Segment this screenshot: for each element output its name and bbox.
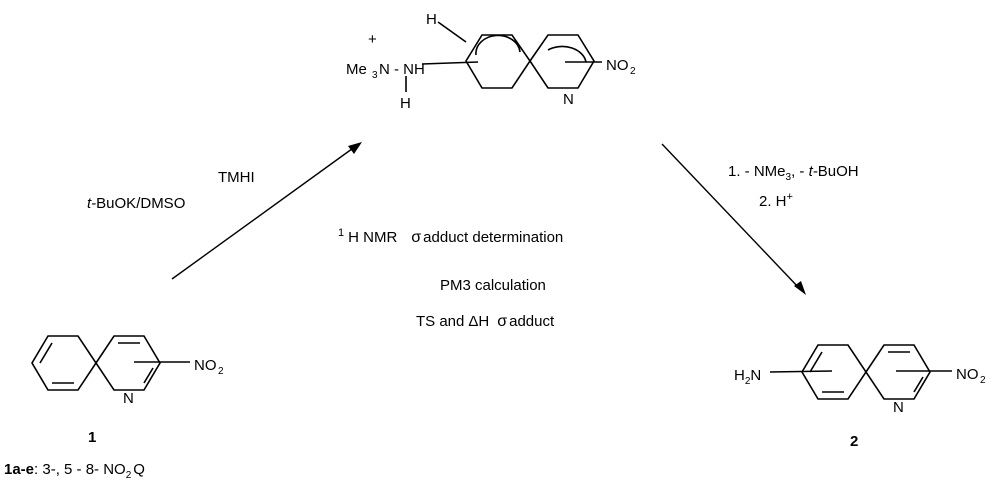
step1-c: BuOH (818, 163, 859, 180)
c2-no2-label: NO (956, 366, 979, 383)
adduct-ring-left (465, 34, 531, 89)
c2-h2n-sub: 2 (745, 376, 751, 387)
reagent-base-italic: t- (87, 195, 96, 212)
c2-db-1 (809, 351, 823, 373)
nmr-adduct: adduct determination (423, 229, 563, 246)
step2-text: 2. H (759, 193, 787, 210)
adduct-ring-left-arc (475, 34, 521, 56)
ts-a: TS and (416, 313, 464, 330)
ts-adduct: adduct (509, 313, 555, 330)
legend-a: : 3-, 5 - 8- NO (34, 461, 126, 478)
ts-sigma: σ (497, 313, 507, 330)
adduct-h-bond (437, 21, 467, 43)
adduct-ring-right-arc (547, 45, 587, 63)
left-arrowhead (348, 142, 362, 154)
legend-bold: 1a-e (4, 461, 34, 478)
nmr-h: H NMR (348, 229, 397, 246)
c1-ring-left (31, 335, 97, 391)
plus-charge: + (368, 31, 377, 48)
c1-no2-subscript: 2 (218, 366, 224, 377)
c2-ring-right (865, 344, 931, 400)
c2-h2n-h: H (734, 367, 745, 384)
sigma-adduct-structure: + Me 3 N - NH H H N NO 2 (346, 11, 636, 112)
right-arrow-line (661, 143, 801, 290)
right-reaction-arrow (661, 143, 806, 295)
c2-h2n-n: N (750, 367, 761, 384)
legend-b: Q (133, 461, 145, 478)
adduct-nh-bond (421, 61, 479, 65)
reagent-tmhi: TMHI (218, 169, 255, 186)
reagent-base-solvent: t-BuOK/DMSO (87, 195, 185, 212)
adduct-h-label: H (426, 11, 437, 28)
reagent-base-rest: BuOK/DMSO (96, 195, 185, 212)
adduct-no2-subscript: 2 (630, 66, 636, 77)
c2-h2n-label: H2N (734, 367, 761, 387)
step1-a: 1. - NMe (728, 163, 786, 180)
pm3-line: PM3 calculation (440, 277, 546, 294)
c2-ring-n-label: N (893, 399, 904, 416)
condition-step1: 1. - NMe3, - t-BuOH (728, 163, 859, 183)
nh-h-label: H (400, 95, 411, 112)
legend-sub: 2 (126, 470, 132, 481)
nmr-sup: 1 (338, 227, 344, 239)
c1-db-1 (39, 342, 53, 364)
compound-1-number: 1 (88, 429, 96, 446)
c2-nh2-bond (769, 370, 833, 373)
left-reaction-arrow (171, 142, 362, 280)
n-nh-label: N - NH (379, 61, 425, 78)
condition-step2: 2. H+ (759, 191, 793, 210)
ts-delta: ΔH (468, 313, 489, 330)
left-arrow-line (171, 145, 357, 280)
compound-1-structure: NO 2 N (31, 335, 224, 407)
c1-db-4 (143, 367, 154, 384)
me-label: Me (346, 61, 367, 78)
nmr-sigma: σ (411, 229, 421, 246)
adduct-ring-n-label: N (563, 91, 574, 108)
c2-no2-subscript: 2 (980, 375, 986, 386)
step1-b: , - (791, 163, 809, 180)
c1-ring-n-label: N (123, 390, 134, 407)
step2-sup: + (787, 191, 793, 203)
c1-ring-right (95, 335, 161, 391)
compound-2-structure: H2N N NO 2 (734, 344, 986, 416)
step1-italic: t- (809, 163, 818, 180)
adduct-ring-right (529, 34, 595, 89)
compound-2-number: 2 (850, 433, 858, 450)
step1-sub: 3 (786, 172, 792, 183)
c1-no2-label: NO (194, 357, 217, 374)
c2-db-4 (913, 376, 924, 393)
right-arrowhead (794, 281, 806, 295)
me-subscript: 3 (372, 70, 378, 81)
adduct-no2-label: NO (606, 57, 629, 74)
